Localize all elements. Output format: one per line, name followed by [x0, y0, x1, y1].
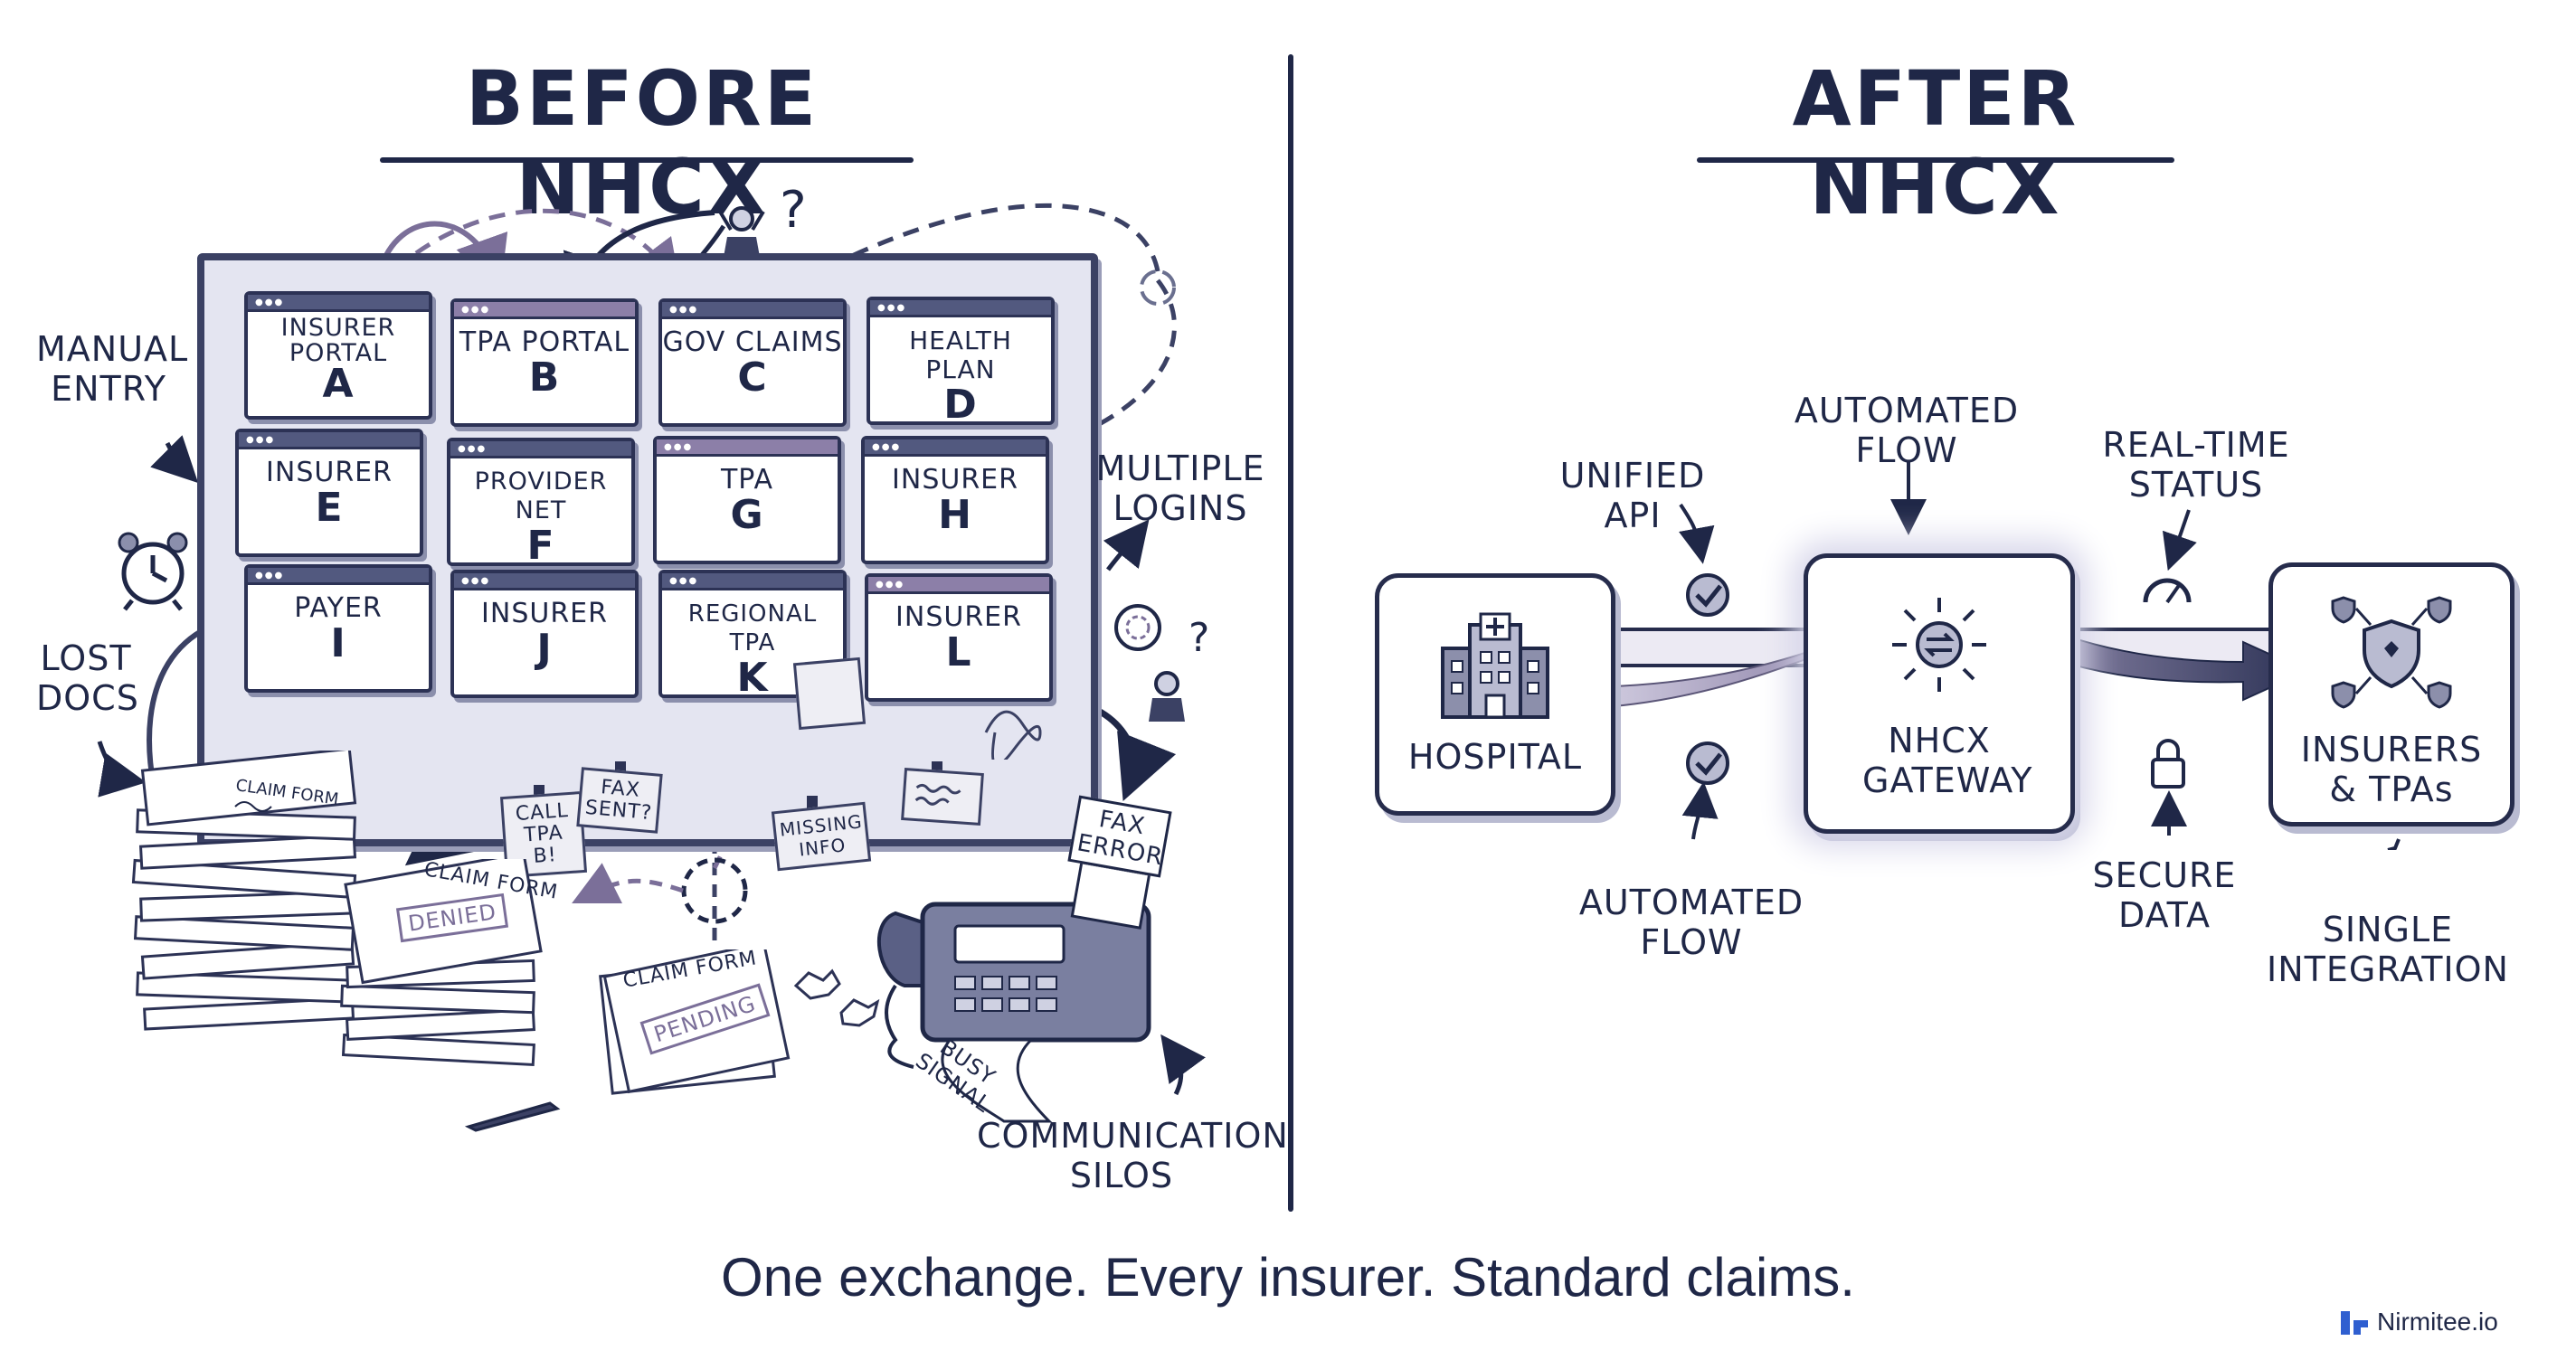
portal-window-j: ●●● INSURER J: [450, 570, 639, 698]
portal-letter: H: [938, 492, 972, 538]
alarm-clock-icon: [118, 532, 188, 611]
portal-name: HEALTH PLAN: [909, 326, 1012, 384]
insurer-shields-icon: [2331, 596, 2452, 709]
portal-window-b: ●●● TPA PORTAL B: [450, 298, 639, 427]
portal-name: PAYER: [294, 592, 383, 624]
note-scribble: [901, 768, 984, 826]
label-automated-flow-top: AUTOMATED FLOW: [1794, 391, 2020, 470]
note-blank: [792, 656, 867, 731]
portal-name: TPA PORTAL: [459, 326, 630, 358]
portal-letter: I: [330, 620, 346, 666]
portal-window-d: ●●● HEALTH PLAN D: [867, 297, 1055, 428]
note-missing-info: MISSING INFO: [771, 801, 872, 872]
pen-icon: [464, 1101, 561, 1132]
portal-window-i: ●●● PAYER I: [244, 564, 432, 693]
brand-logo-icon: [2341, 1311, 2368, 1335]
portal-name: REGIONAL TPA: [687, 600, 818, 656]
svg-text:?: ?: [1189, 615, 1209, 661]
note-fax-sent: FAX SENT?: [576, 767, 663, 834]
scribble-icon: [914, 783, 961, 806]
confused-person-icon: [718, 206, 765, 257]
after-title-underline: [1697, 157, 2174, 163]
paper-stack-left: CLAIM FORM: [131, 751, 357, 1031]
portal-name: GOV CLAIMS: [662, 326, 843, 358]
portal-name: TPA: [720, 464, 774, 496]
portal-letter: K: [736, 655, 769, 701]
portal-letter: B: [528, 354, 561, 401]
portal-window-a: ●●● INSURER PORTAL A: [244, 291, 432, 420]
portal-letter: A: [322, 361, 355, 407]
pin: [807, 796, 818, 808]
crumpled-paper-icon: [793, 968, 880, 1027]
tagline: One exchange. Every insurer. Standard cl…: [721, 1247, 1855, 1308]
portal-name: INSURER: [481, 598, 608, 629]
portal-window-f: ●●● PROVIDER NET F: [447, 438, 635, 569]
portal-window-e: ●●● INSURER E: [235, 429, 423, 557]
portal-letter: C: [737, 354, 768, 401]
label-unified-api: UNIFIED API: [1559, 456, 1706, 535]
section-divider: [1288, 54, 1293, 1212]
portal-name: PROVIDER NET: [474, 468, 608, 524]
hospital-icon: [1441, 612, 1549, 719]
portal-name: INSURER: [892, 464, 1018, 496]
portal-name: INSURER: [266, 457, 393, 488]
portal-name: INSURER: [895, 601, 1022, 633]
label-secure-data: SECURE DATA: [2092, 855, 2237, 935]
portal-letter: G: [730, 492, 764, 538]
portal-letter: E: [315, 485, 344, 531]
nhcx-gateway-node: NHCX GATEWAY: [1804, 553, 2075, 834]
label-single-integration: SINGLE INTEGRATION: [2267, 910, 2509, 989]
label-real-time-status: REAL-TIME STATUS: [2102, 425, 2290, 505]
brand-name: Nirmitee.io: [2377, 1308, 2498, 1336]
portal-letter: D: [943, 382, 978, 428]
tangled-scribble-icon: [984, 710, 1042, 760]
portal-letter: F: [526, 523, 555, 569]
hospital-node: HOSPITAL: [1375, 573, 1615, 816]
after-title: AFTER NHCX: [1792, 54, 2079, 231]
gateway-hub-icon: [1892, 598, 1986, 692]
portal-window-g: ●●● TPA G: [653, 436, 841, 564]
label-automated-flow-bottom: AUTOMATED FLOW: [1578, 883, 1804, 962]
portal-letter: J: [536, 626, 553, 672]
label-lost-docs: LOST DOCS: [36, 638, 139, 718]
confused-worker-icon: ?: [1114, 604, 1209, 722]
insurers-node: INSURERS & TPAs: [2268, 562, 2514, 826]
hospital-label: HOSPITAL: [1407, 737, 1583, 777]
paper-stack-pending: [599, 949, 791, 1095]
portal-window-h: ●●● INSURER H: [861, 436, 1049, 564]
portal-letter: L: [945, 629, 972, 675]
question-mark: ?: [780, 181, 808, 240]
portal-window-l: ●●● INSURER L: [865, 573, 1053, 702]
before-title-underline: [380, 157, 914, 163]
fax-machine-icon: [876, 861, 1151, 1123]
paper-stack-middle: [340, 859, 543, 1067]
label-multiple-logins: MULTIPLE LOGINS: [1095, 449, 1265, 528]
label-manual-entry: MANUAL ENTRY: [36, 329, 189, 409]
portal-window-c: ●●● GOV CLAIMS C: [658, 298, 847, 427]
gateway-label: NHCX GATEWAY: [1862, 721, 2033, 800]
portal-name: INSURER PORTAL: [280, 314, 396, 367]
insurers-label: INSURERS & TPAs: [2300, 730, 2483, 809]
